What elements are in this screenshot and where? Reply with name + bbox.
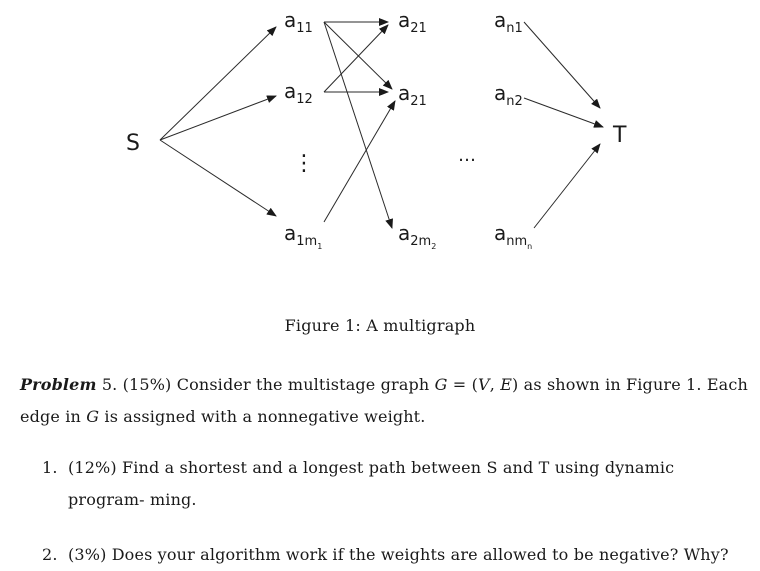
edge-an2-t (523, 97, 604, 128)
edge-s-a12 (159, 95, 277, 141)
edge-s-a1m (159, 139, 277, 217)
math-comma: , (489, 375, 501, 394)
sub-question-number: 1. (42, 458, 58, 477)
sub-question-text: (3%) Does your algorithm work if the wei… (68, 545, 729, 564)
node-a2m: a2m2 (398, 221, 436, 251)
sub-question-text-c: ming. (149, 490, 197, 509)
math-eq: = ( (447, 375, 478, 394)
edge-anm-t (533, 143, 601, 229)
node-hdots: … (458, 145, 476, 166)
edge-a11-a21-mid (323, 21, 393, 90)
node-vdots: ⋮ (293, 151, 315, 176)
problem-statement: Problem 5. (15%) Consider the multistage… (20, 369, 750, 433)
node-t: T (612, 123, 627, 148)
node-s: S (126, 131, 140, 156)
sub-question-number: 2. (42, 545, 58, 564)
figure-caption: Figure 1: A multigraph (284, 316, 476, 335)
and-word: and (502, 458, 534, 477)
problem-text-2: ) as shown in Figure 1. Each edge in (20, 375, 748, 426)
edge-a1m-a21-mid (323, 100, 396, 223)
node-an1: an1 (494, 8, 523, 36)
problem-text-3: is assigned with a nonnegative weight. (104, 407, 426, 426)
sub-question-text-b: using dynamic program- (68, 458, 675, 509)
multigraph-figure: S T a11 a12 ⋮ a1m1 a21 a21 a2m2 … an1 an… (126, 8, 627, 251)
edge-a11-a2m (323, 21, 393, 229)
math-v: V (477, 375, 490, 394)
sub-question-text-a: (12%) Find a shortest and a longest path… (68, 458, 482, 477)
edge-a12-a21 (323, 24, 389, 93)
math-g-2: G (86, 407, 100, 426)
node-a11: a11 (284, 8, 313, 36)
problem-weight: (15%) (122, 375, 172, 394)
node-an2: an2 (494, 81, 523, 109)
sub-question-1: 1. (12%) Find a shortest and a longest p… (0, 452, 748, 516)
math-e: E (500, 375, 513, 394)
node-a1m: a1m1 (284, 221, 322, 251)
node-a12: a12 (284, 79, 313, 107)
node-a21-top: a21 (398, 8, 427, 36)
sub-question-2: 2. (3%) Does your algorithm work if the … (0, 539, 748, 571)
node-a21-mid: a21 (398, 81, 427, 109)
edge-s-a11 (159, 26, 277, 141)
edges (159, 18, 604, 229)
sub-question-list: 1. (12%) Find a shortest and a longest p… (0, 452, 760, 571)
math-t: T (538, 458, 550, 477)
math-g: G (434, 375, 448, 394)
problem-text-1: Consider the multistage graph (176, 375, 430, 394)
edge-an1-t (523, 21, 601, 109)
problem-number: 5. (101, 375, 118, 394)
problem-label: Problem (20, 375, 97, 394)
math-s: S (486, 458, 498, 477)
node-anm: anmn (494, 221, 532, 251)
